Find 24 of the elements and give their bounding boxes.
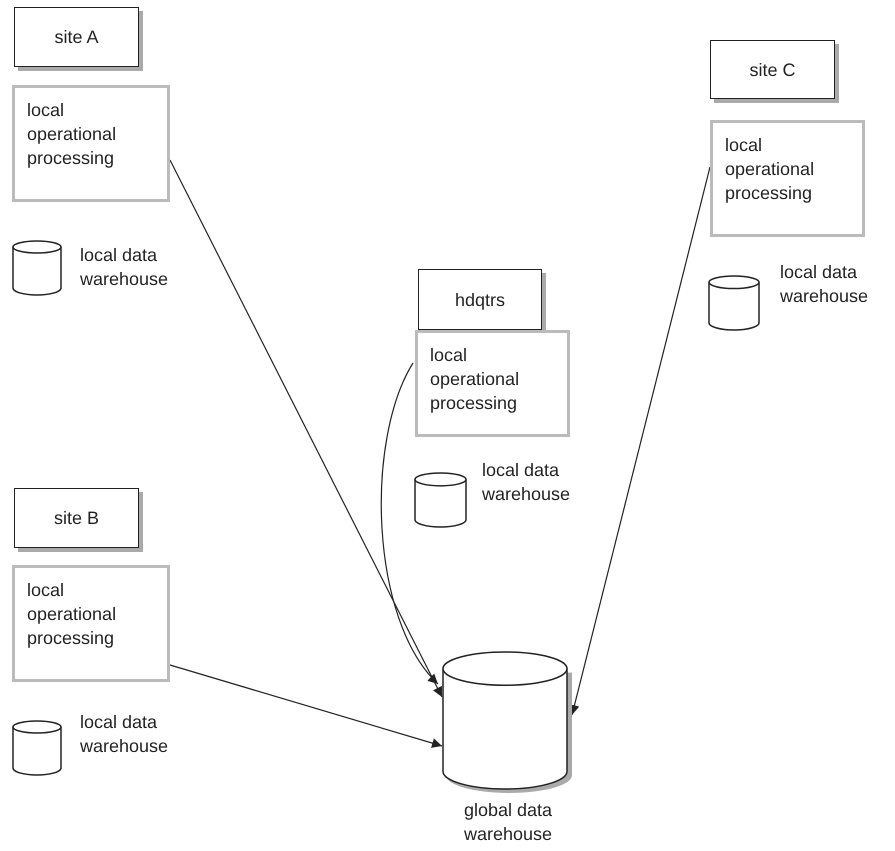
database-cylinder: [414, 472, 467, 527]
site-name: site C: [749, 58, 796, 82]
database-cylinder: [708, 275, 760, 330]
process-text: local operational processing: [27, 579, 118, 650]
arrow: [169, 160, 443, 698]
process-box: [12, 85, 170, 202]
node-caption: local data warehouse: [80, 244, 170, 291]
process-box: [12, 565, 170, 682]
process-text: local operational processing: [27, 99, 118, 170]
process-text: local operational processing: [430, 344, 520, 415]
database-cylinder: [12, 240, 62, 295]
process-box: [710, 120, 865, 237]
site-name: site A: [54, 26, 99, 49]
node-caption: local data warehouse: [80, 711, 170, 758]
process-box: [415, 330, 570, 437]
node-caption: global data warehouse: [462, 799, 554, 846]
arrow: [170, 664, 442, 748]
site-name: site B: [54, 507, 100, 530]
process-text: local operational processing: [725, 134, 816, 205]
site-name: hdqtrs: [454, 288, 506, 312]
arrow: [380, 362, 438, 684]
database-cylinder: [12, 720, 62, 775]
node-caption: local data warehouse: [780, 261, 870, 308]
node-caption: local data warehouse: [482, 459, 572, 506]
